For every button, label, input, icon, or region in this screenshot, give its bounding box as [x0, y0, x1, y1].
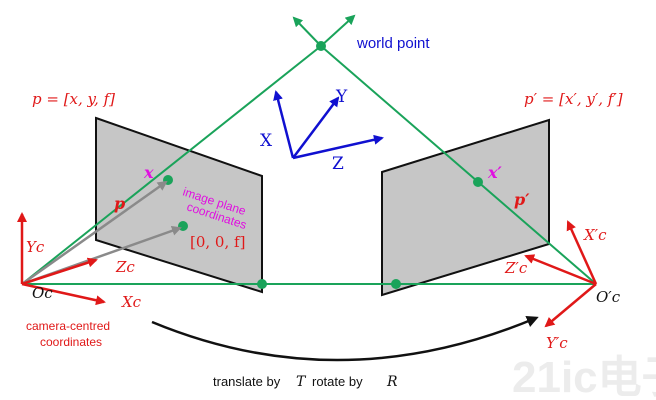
world-z-axis	[292, 134, 384, 160]
world-point-arrow-left	[292, 16, 322, 47]
rotate-text: rotate by	[312, 374, 363, 389]
right-yc-axis	[544, 283, 597, 328]
left-zc-axis	[21, 257, 98, 286]
left-p-vector	[21, 180, 168, 286]
right-zc-label: Z′c	[504, 259, 528, 277]
rotate-symbol: R	[386, 374, 398, 390]
transform-arrow	[151, 315, 539, 362]
right-p-label: p′	[514, 190, 530, 209]
world-point-dot	[316, 41, 326, 51]
right-ray	[320, 45, 597, 285]
left-ray	[21, 45, 322, 285]
right-x-label: x′	[487, 163, 503, 182]
left-p-label: p	[114, 194, 125, 213]
left-xc-label: Xc	[121, 293, 142, 311]
left-zc-label: Zc	[115, 258, 135, 276]
left-yc-label: Yc	[26, 238, 45, 256]
principal-point-label: [0, 0, f]	[190, 233, 245, 251]
right-yc-label: Y′c	[546, 334, 568, 352]
right-oc-label: O′c	[596, 288, 621, 306]
camera-centred-line2: coordinates	[40, 335, 102, 349]
left-x-label: x	[143, 163, 154, 182]
right-epipole-dot	[391, 279, 401, 289]
left-oc-label: Oc	[32, 284, 53, 302]
left-image-plane	[95, 116, 263, 294]
world-z-label: Z	[332, 154, 344, 174]
world-y-label: Y	[335, 87, 348, 107]
left-p-equation: p = [x, y, f]	[32, 90, 115, 108]
world-x-axis	[273, 90, 295, 159]
left-epipole-dot	[257, 279, 267, 289]
world-y-axis	[292, 96, 340, 159]
right-xc-axis	[566, 220, 598, 285]
translate-text: translate by	[213, 374, 281, 389]
right-xc-label: X′c	[583, 226, 607, 244]
world-point-arrow-right	[320, 14, 356, 47]
right-zc-axis	[524, 254, 597, 286]
left-xc-axis	[21, 282, 106, 306]
right-image-point-dot	[473, 177, 483, 187]
translate-symbol: T	[296, 374, 307, 390]
world-point-label: world point	[356, 35, 430, 52]
world-x-label: X	[260, 131, 273, 151]
watermark: 21ic电子网	[512, 353, 656, 400]
right-p-equation: p′ = [x′, y′, f′]	[524, 90, 623, 108]
camera-centred-line1: camera-centred	[26, 319, 110, 333]
